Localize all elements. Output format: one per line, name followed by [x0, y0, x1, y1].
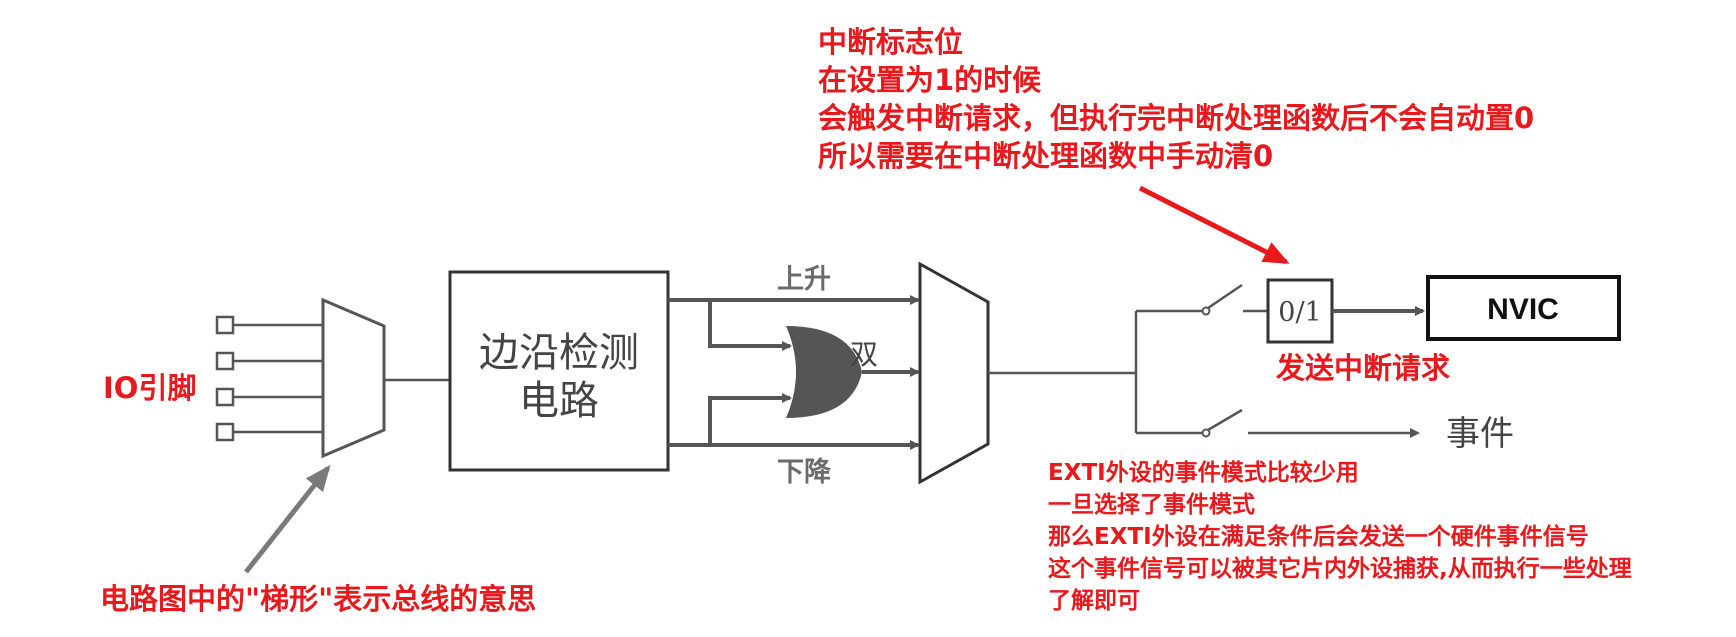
nvic-label: NVIC	[1487, 293, 1559, 326]
io-pin-4	[215, 422, 235, 442]
edge-detect-label-1: 边沿检测	[479, 330, 639, 376]
bus-note: 电路图中的"梯形"表示总线的意思	[100, 582, 536, 616]
input-mux-trapezoid	[321, 297, 386, 459]
flag-pointer-arrow	[1138, 185, 1290, 265]
event-note-line-4: 这个事件信号可以被其它片内外设捕获,从而执行一些处理	[1048, 555, 1632, 582]
falling-label: 下降	[777, 457, 832, 488]
edge-detect-box	[448, 270, 670, 472]
flag-note-line-3: 会触发中断请求，但执行完中断处理函数后不会自动置0	[818, 101, 1534, 135]
event-note-line-1: EXTI外设的事件模式比较少用	[1048, 459, 1359, 486]
event-switch	[1201, 408, 1243, 438]
flag-note-line-2: 在设置为1的时候	[818, 63, 1042, 97]
interrupt-flag-label: 0/1	[1278, 297, 1321, 328]
flag-annotation: 中断标志位 在设置为1的时候 会触发中断请求，但执行完中断处理函数后不会自动置0…	[818, 25, 1534, 173]
bus-pointer-arrow	[244, 464, 331, 574]
edge-detect-label-2: 电路	[519, 378, 599, 424]
event-note-line-5: 了解即可	[1048, 587, 1140, 614]
flag-note-line-4: 所以需要在中断处理函数中手动清0	[818, 139, 1273, 173]
io-pin-label: IO引脚	[103, 371, 196, 405]
or-gate	[786, 326, 862, 418]
edge-select-mux	[918, 261, 990, 485]
io-pin-2	[215, 351, 235, 371]
send-irq-label: 发送中断请求	[1275, 351, 1450, 385]
flag-note-line-1: 中断标志位	[818, 25, 963, 59]
event-note-line-2: 一旦选择了事件模式	[1048, 492, 1255, 518]
io-pin-3	[215, 387, 235, 407]
io-pin-1	[215, 315, 235, 335]
event-note-line-3: 那么EXTI外设在满足条件后会发送一个硬件事件信号	[1048, 523, 1589, 550]
interrupt-flag-box	[1266, 278, 1334, 344]
double-label: 双	[850, 338, 878, 371]
event-label: 事件	[1446, 414, 1514, 454]
nvic-box	[1426, 275, 1621, 341]
rising-label: 上升	[777, 264, 831, 295]
io-pins	[215, 315, 323, 442]
interrupt-switch	[1201, 283, 1268, 316]
event-annotation: EXTI外设的事件模式比较少用 一旦选择了事件模式 那么EXTI外设在满足条件后…	[1048, 459, 1632, 614]
